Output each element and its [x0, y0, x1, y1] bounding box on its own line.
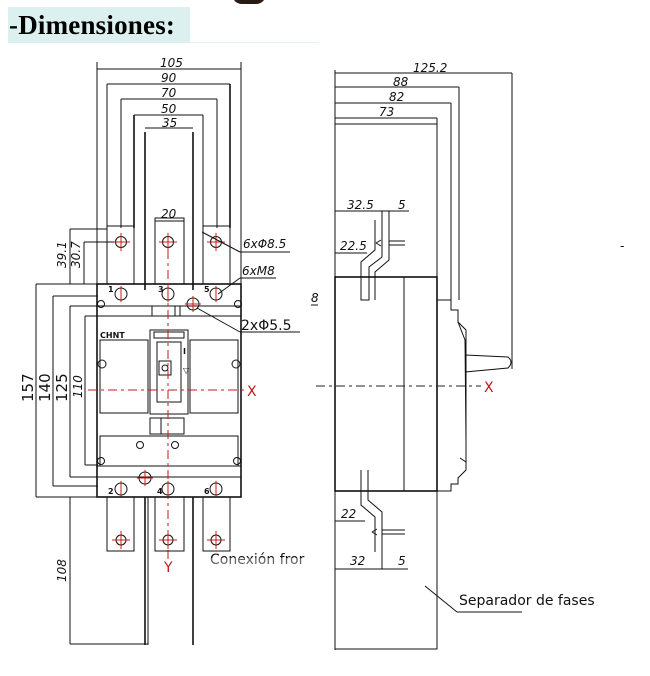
terminal-screw: [114, 481, 128, 497]
separator-callout: Separador de fases: [424, 585, 595, 613]
busbar-hole: [112, 233, 130, 251]
busbar-hole: [159, 531, 177, 549]
svg-text:2xΦ5.5: 2xΦ5.5: [241, 318, 291, 334]
terminal-height-dimensions: 39.1 30.7: [55, 228, 114, 284]
dim-70: 70: [161, 86, 177, 100]
terminal-number: 2: [108, 487, 114, 496]
lower-terminals: 108: [55, 496, 231, 645]
heading-highlight: [8, 7, 190, 43]
test-mark: ▽: [183, 366, 190, 375]
dim-105: 105: [160, 56, 183, 70]
stray-mark: -: [620, 239, 624, 253]
callout-busbar-holes: 6xΦ8.5: [201, 231, 290, 253]
dim-157: 157: [19, 373, 37, 402]
dim-110: 110: [71, 375, 85, 398]
dim-20: 20: [161, 207, 177, 221]
dim-30-7: 30.7: [69, 241, 83, 268]
caption-mask: [205, 558, 315, 570]
busbar-hole: [112, 531, 130, 549]
svg-text:6xM8: 6xM8: [242, 264, 275, 278]
side-view: 125.2 88 82 73 32.5 5 22.5 8: [311, 61, 624, 650]
axis-x-label: X: [247, 384, 257, 400]
terminal-number: 3: [158, 285, 164, 294]
callout-mount-holes: 2xΦ5.5: [196, 307, 300, 334]
dim-90: 90: [161, 71, 177, 85]
terminal-number: 6: [204, 487, 210, 496]
axis-y-label: Y: [163, 560, 173, 576]
terminal-number: 5: [204, 285, 210, 294]
dim-73: 73: [379, 105, 394, 119]
dim-82: 82: [389, 90, 404, 104]
terminal-screw: [209, 286, 223, 302]
dim-125: 125: [53, 373, 71, 402]
front-view: 105 90 70 50 35 20 39.1 30.7: [19, 56, 315, 645]
callout-threads: 6xM8: [217, 264, 276, 295]
terminal-screw: [209, 481, 223, 497]
terminal-number: 4: [157, 487, 163, 496]
upper-phase-separator: 32.5 5 22.5: [334, 123, 438, 301]
dim-22: 22: [341, 507, 356, 521]
dim-140: 140: [36, 373, 54, 402]
breaker-side-body: 8 X -: [311, 239, 624, 492]
dim-125-2: 125.2: [413, 61, 447, 75]
dim-35: 35: [162, 116, 177, 130]
dim-39-1: 39.1: [55, 241, 69, 268]
depth-dimensions: 125.2 88 82 73: [334, 61, 513, 650]
on-mark: I: [183, 347, 186, 356]
busbar-hole: [159, 233, 177, 251]
body-height-dimensions: 157 140 125 110: [19, 283, 98, 498]
caption-clipped: Conexión fror: [210, 552, 305, 568]
dim-88: 88: [393, 75, 409, 89]
mount-hole: [137, 470, 153, 486]
side-mark: 8: [311, 291, 319, 305]
dim-50: 50: [161, 102, 177, 116]
brand-logo: CHNT: [100, 331, 125, 340]
top-width-dimensions: 105 90 70 50 35: [96, 56, 242, 290]
mount-hole: [185, 296, 201, 312]
side-axis-x-label: X: [484, 380, 494, 396]
section-heading: -Dimensiones:: [9, 10, 176, 40]
dim-108: 108: [55, 559, 69, 582]
separator-label: Separador de fases: [459, 593, 595, 609]
svg-text:6xΦ8.5: 6xΦ8.5: [243, 237, 286, 251]
dim-5-lower: 5: [398, 554, 406, 568]
dim-5-upper: 5: [398, 198, 406, 212]
dim-22-5: 22.5: [340, 239, 367, 253]
terminal-screw: [114, 286, 128, 302]
heading-underline: [190, 42, 318, 43]
terminal-number: 1: [108, 285, 114, 294]
busbar-hole: [207, 531, 225, 549]
dim-32-5: 32.5: [347, 198, 374, 212]
lower-phase-separator: 22 32 5: [334, 470, 438, 650]
dim-32: 32: [350, 554, 365, 568]
decorative-shape: [232, 0, 266, 4]
